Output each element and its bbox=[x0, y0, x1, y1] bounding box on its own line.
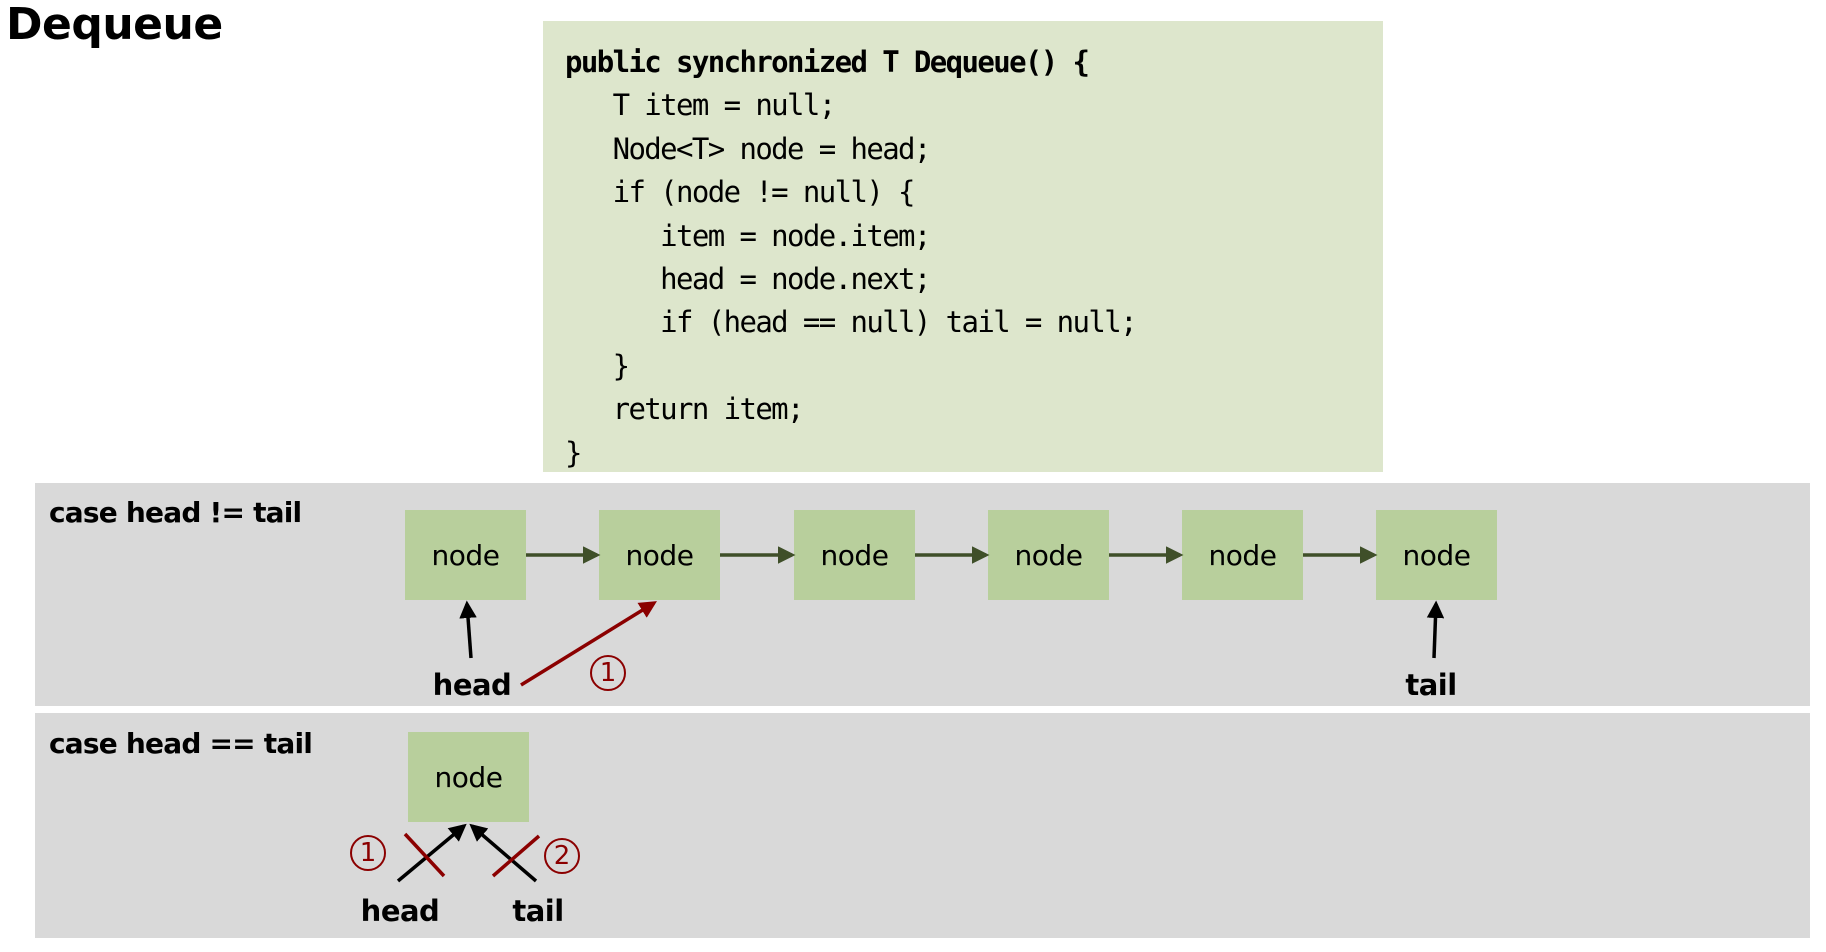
step-1-badge: 1 bbox=[350, 835, 386, 871]
code-line: T item = null; bbox=[565, 88, 837, 123]
code-line: Node<T> node = head; bbox=[565, 131, 932, 166]
case-label: case head == tail bbox=[49, 727, 313, 760]
list-node-3: node bbox=[794, 510, 915, 600]
list-node-6: node bbox=[1376, 510, 1497, 600]
step-2-badge: 2 bbox=[544, 838, 580, 874]
case-head-equal-tail-panel: case head == tail bbox=[35, 713, 1810, 938]
code-line: public synchronized T Dequeue() { bbox=[565, 45, 1090, 79]
code-line: } bbox=[565, 435, 582, 470]
code-block: public synchronized T Dequeue() { T item… bbox=[543, 21, 1383, 472]
tail-pointer-label: tail bbox=[1405, 668, 1457, 702]
step-1-badge: 1 bbox=[590, 655, 626, 691]
head-pointer-label: head bbox=[360, 894, 440, 928]
code-line: if (head == null) tail = null; bbox=[565, 305, 1137, 340]
head-pointer-label: head bbox=[432, 668, 512, 702]
list-node-1: node bbox=[405, 510, 526, 600]
case-head-not-equal-tail-panel: case head != tail bbox=[35, 483, 1810, 706]
code-line: if (node != null) { bbox=[565, 175, 916, 210]
list-node-4: node bbox=[988, 510, 1109, 600]
case-label: case head != tail bbox=[49, 496, 302, 529]
slide-title: Dequeue bbox=[6, 0, 223, 50]
single-node: node bbox=[408, 732, 529, 822]
code-line: item = node.item; bbox=[565, 218, 931, 253]
code-line: } bbox=[565, 348, 630, 383]
tail-pointer-label: tail bbox=[512, 894, 564, 928]
list-node-2: node bbox=[599, 510, 720, 600]
code-line: head = node.next; bbox=[565, 262, 931, 297]
code-line: return item; bbox=[565, 392, 805, 427]
list-node-5: node bbox=[1182, 510, 1303, 600]
